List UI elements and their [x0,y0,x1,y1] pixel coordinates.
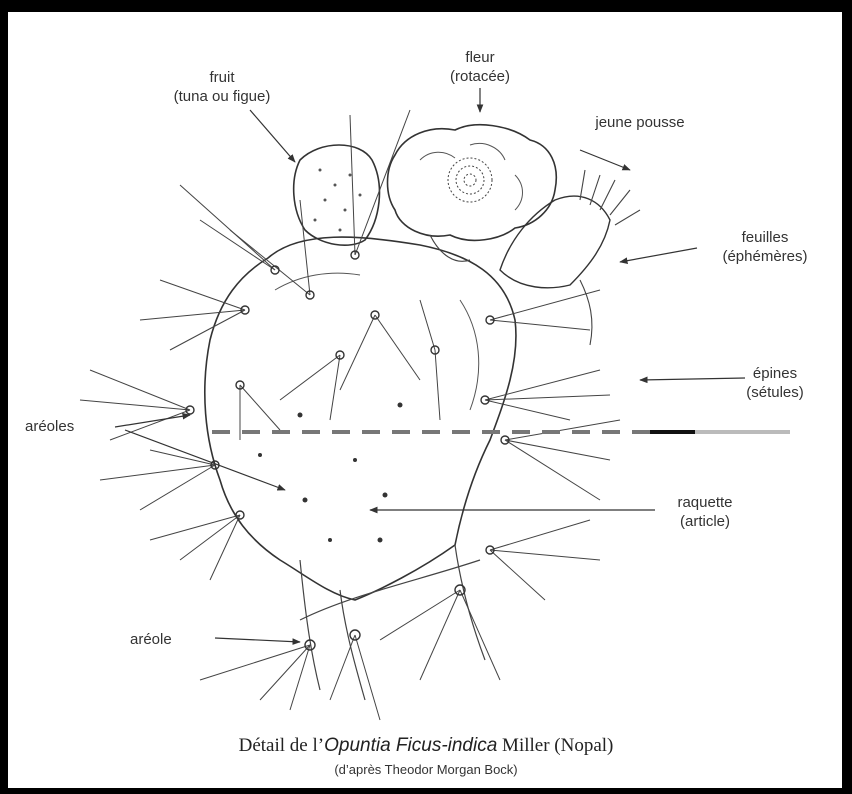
flower-shape [388,125,557,241]
fruit-shape [294,145,380,245]
flower-stamens [448,158,492,202]
species-name: Opuntia Ficus-indica [324,735,497,756]
label-fruit: fruit (tuna ou figue) [132,68,312,106]
label-fleur: fleur (rotacée) [420,48,540,86]
label-feuilles: feuilles (éphémères) [690,228,840,266]
young-shoot [500,196,610,288]
label-areole: aréole [130,630,220,649]
figure-credit: (d’après Theodor Morgan Bock) [0,762,852,777]
spines [80,110,620,720]
raquette-pad [205,237,516,600]
label-jeune-pousse: jeune pousse [565,113,715,132]
figure-caption: Détail de l’Opuntia Ficus-indica Miller … [0,735,852,757]
label-epines: épines (sétules) [715,364,835,402]
leader-arrows [115,88,745,642]
label-raquette: raquette (article) [640,493,770,531]
label-areoles: aréoles [25,417,125,436]
